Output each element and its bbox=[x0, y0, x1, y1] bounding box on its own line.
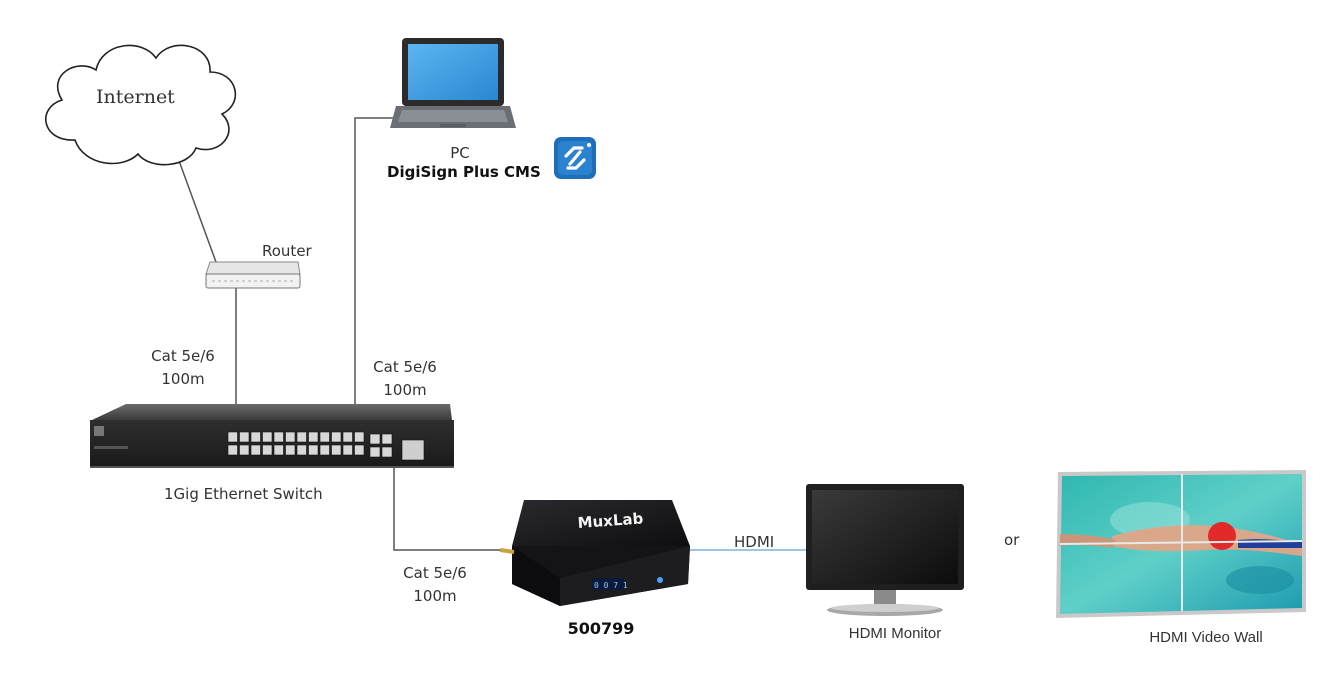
cable-router-length: 100m bbox=[161, 370, 205, 388]
cable-switch-player bbox=[393, 460, 505, 551]
cable-player-length: 100m bbox=[413, 587, 457, 605]
router-icon bbox=[205, 261, 301, 289]
video-wall-name-label: HDMI Video Wall bbox=[1149, 629, 1263, 646]
switch-uplink-port bbox=[381, 433, 393, 445]
hdmi-link-label: HDMI bbox=[734, 533, 775, 551]
switch-port bbox=[285, 444, 296, 456]
monitor-icon bbox=[806, 484, 964, 616]
switch-port bbox=[319, 431, 330, 443]
switch-ports bbox=[227, 431, 393, 458]
switch-port bbox=[342, 431, 353, 443]
digisign-app-icon bbox=[554, 137, 596, 179]
laptop-icon bbox=[390, 38, 516, 128]
switch-port bbox=[308, 444, 319, 456]
switch-port bbox=[239, 444, 250, 456]
cables bbox=[177, 117, 808, 551]
switch-port bbox=[354, 431, 365, 443]
switch-port bbox=[262, 444, 273, 456]
cable-router-type: Cat 5e/6 bbox=[151, 347, 215, 365]
media-player-icon: MuxLab 0 0 7 1 bbox=[499, 500, 690, 606]
switch-port bbox=[227, 431, 238, 443]
switch-port bbox=[342, 444, 353, 456]
cable-pc-switch bbox=[354, 117, 398, 428]
cable-pc-length: 100m bbox=[383, 381, 427, 399]
switch-port bbox=[262, 431, 273, 443]
switch-uplink-port bbox=[369, 433, 381, 445]
switch-port bbox=[331, 444, 342, 456]
switch-port bbox=[308, 431, 319, 443]
internet-label: Internet bbox=[96, 86, 175, 108]
video-wall-icon bbox=[1056, 470, 1306, 618]
switch-uplink-port bbox=[381, 446, 393, 458]
switch-name-label: 1Gig Ethernet Switch bbox=[164, 485, 323, 503]
cms-name-label: DigiSign Plus CMS bbox=[387, 163, 541, 181]
switch-port bbox=[227, 444, 238, 456]
cable-internet-router bbox=[177, 157, 217, 263]
switch-port bbox=[331, 431, 342, 443]
switch-port bbox=[239, 431, 250, 443]
switch-port bbox=[250, 431, 261, 443]
router-label: Router bbox=[262, 242, 312, 260]
cable-player-type: Cat 5e/6 bbox=[403, 564, 467, 582]
or-label: or bbox=[1004, 531, 1020, 549]
player-display: 0 0 7 1 bbox=[594, 581, 628, 590]
switch-port bbox=[296, 444, 307, 456]
switch-port bbox=[273, 431, 284, 443]
switch-port bbox=[296, 431, 307, 443]
switch-port bbox=[250, 444, 261, 456]
switch-port bbox=[273, 444, 284, 456]
switch-port bbox=[285, 431, 296, 443]
cable-pc-type: Cat 5e/6 bbox=[373, 358, 437, 376]
monitor-name-label: HDMI Monitor bbox=[848, 625, 942, 642]
player-brand-logo: MuxLab bbox=[577, 509, 644, 532]
pc-caption: PC bbox=[450, 144, 470, 162]
switch-port bbox=[354, 444, 365, 456]
switch-uplink-port bbox=[369, 446, 381, 458]
cloud-icon bbox=[45, 44, 237, 166]
player-model-label: 500799 bbox=[567, 619, 635, 638]
ethernet-switch-icon bbox=[90, 404, 454, 468]
switch-port bbox=[319, 444, 330, 456]
